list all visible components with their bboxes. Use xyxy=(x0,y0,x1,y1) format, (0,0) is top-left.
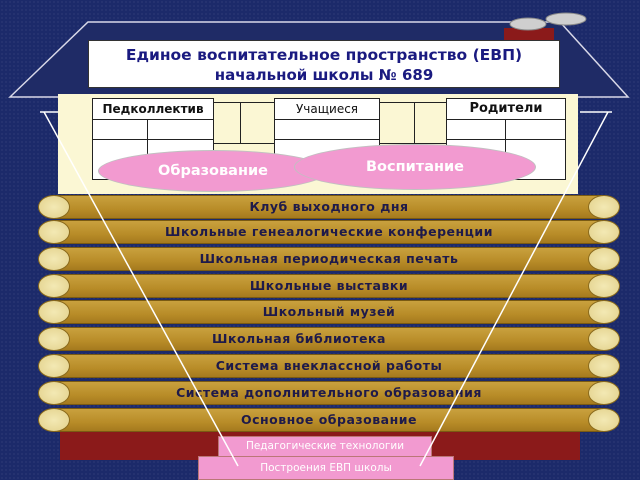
log-label: Клуб выходного дня xyxy=(249,199,409,214)
log-label: Основное образование xyxy=(241,412,417,427)
panel-parents-label: Родители xyxy=(447,99,565,120)
log-row: Школьная периодическая печать xyxy=(38,247,620,271)
oval-upbringing: Воспитание xyxy=(294,144,536,190)
log-row: Школьная библиотека xyxy=(38,327,620,351)
smoke-puff-2 xyxy=(545,12,587,26)
connector-right xyxy=(380,102,446,144)
log-label: Школьные генеалогические конференции xyxy=(165,224,493,239)
log-label: Школьный музей xyxy=(262,304,396,319)
log-row: Клуб выходного дня xyxy=(38,195,620,219)
smoke-puff-1 xyxy=(509,17,547,31)
foundation-construction: Построения ЕВП школы xyxy=(198,456,454,480)
title-box: Единое воспитательное пространство (ЕВП)… xyxy=(88,40,560,88)
log-label: Система внеклассной работы xyxy=(215,358,443,373)
log-row: Система дополнительного образования xyxy=(38,381,620,405)
log-row: Школьные генеалогические конференции xyxy=(38,220,620,244)
log-row: Система внеклассной работы xyxy=(38,354,620,378)
log-label: Школьная библиотека xyxy=(212,331,386,346)
log-row: Школьный музей xyxy=(38,300,620,324)
title-line-2: начальной школы № 689 xyxy=(214,66,434,84)
title-line-1: Единое воспитательное пространство (ЕВП) xyxy=(125,46,523,64)
panel-students-label: Учащиеся xyxy=(275,99,379,120)
foundation-technologies: Педагогические технологии xyxy=(218,436,432,458)
log-label: Школьные выставки xyxy=(249,278,409,293)
log-label: Школьная периодическая печать xyxy=(199,251,459,266)
panel-staff-label: Педколлектив xyxy=(93,99,213,120)
log-label: Система дополнительного образования xyxy=(176,385,482,400)
connector-left xyxy=(214,102,274,144)
oval-education: Образование xyxy=(98,150,328,192)
log-row: Школьные выставки xyxy=(38,274,620,298)
log-row: Основное образование xyxy=(38,408,620,432)
